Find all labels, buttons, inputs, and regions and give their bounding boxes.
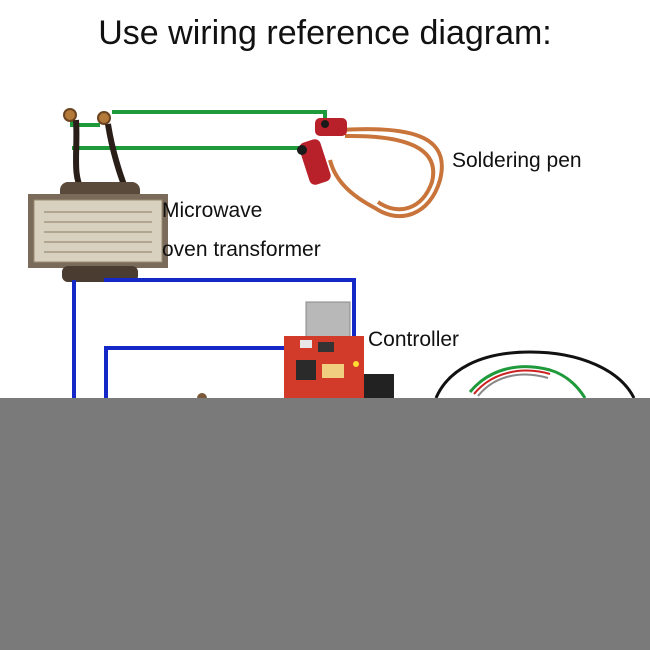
- blue-wires: [72, 278, 356, 400]
- microwave-label-line1: Microwave: [162, 199, 263, 222]
- pen-cables: [328, 127, 444, 219]
- gray-panel: [0, 398, 650, 650]
- diagram-title: Use wiring reference diagram:: [98, 14, 552, 52]
- transformer-icon: [28, 182, 168, 282]
- controller-board-icon: [284, 301, 394, 398]
- soldering-pen-label: Soldering pen: [452, 149, 582, 172]
- microwave-label-line2: oven transformer: [162, 238, 321, 261]
- soldering-pen-icon: [297, 118, 347, 185]
- cable-loop-icon: [434, 350, 636, 399]
- controller-label: Controller: [368, 328, 460, 351]
